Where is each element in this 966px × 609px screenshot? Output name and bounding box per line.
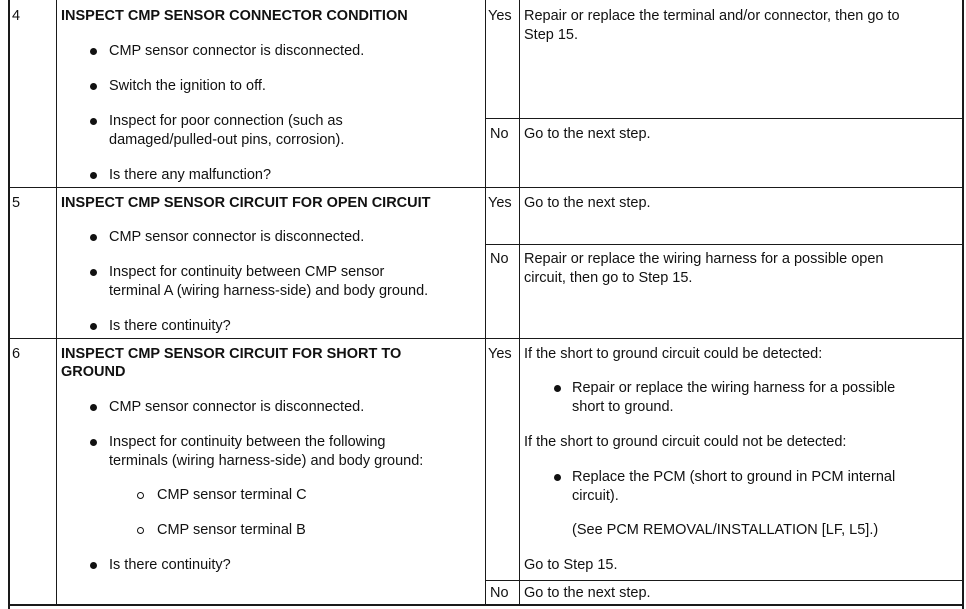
answer-no: No (490, 251, 509, 267)
condition-not-detected: If the short to ground circuit could not… (524, 434, 847, 450)
bullet-icon (90, 118, 97, 125)
table-border-left (8, 0, 10, 609)
goto-step: Go to Step 15. (524, 557, 618, 573)
bullet-icon (90, 323, 97, 330)
column-divider-answer (519, 0, 520, 605)
check-item: CMP sensor connector is disconnected. (109, 229, 365, 245)
action-no: Repair or replace the wiring harness for… (524, 251, 884, 267)
step-title: INSPECT CMP SENSOR CIRCUIT FOR SHORT TO (61, 346, 402, 362)
row-divider-5-6 (8, 338, 964, 339)
terminal-item: CMP sensor terminal C (157, 487, 307, 503)
sub-bullet-icon (137, 527, 144, 534)
bullet-icon (90, 83, 97, 90)
check-item: Switch the ignition to off. (109, 78, 266, 94)
bullet-icon (90, 48, 97, 55)
bullet-icon (554, 385, 561, 392)
check-item-continued: terminal A (wiring harness-side) and bod… (109, 283, 429, 299)
check-item: Inspect for continuity between the follo… (109, 434, 386, 450)
row4-yes-no-divider (485, 118, 963, 119)
bullet-icon (90, 404, 97, 411)
action-yes: Repair or replace the terminal and/or co… (524, 8, 900, 24)
step-title-continued: GROUND (61, 364, 126, 380)
answer-no: No (490, 585, 509, 601)
action-no: Go to the next step. (524, 585, 651, 601)
bullet-icon (90, 562, 97, 569)
bullet-icon (90, 439, 97, 446)
check-item: CMP sensor connector is disconnected. (109, 43, 365, 59)
action-item-continued: short to ground. (572, 399, 674, 415)
action-yes-continued: Step 15. (524, 27, 579, 43)
condition-detected: If the short to ground circuit could be … (524, 346, 823, 362)
table-border-bottom (8, 604, 964, 606)
check-question: Is there continuity? (109, 318, 231, 334)
step-number: 4 (12, 8, 21, 24)
answer-yes: Yes (488, 346, 512, 362)
step-title: INSPECT CMP SENSOR CIRCUIT FOR OPEN CIRC… (61, 195, 431, 211)
action-no: Go to the next step. (524, 126, 651, 142)
column-divider-step (56, 0, 57, 605)
check-question: Is there continuity? (109, 557, 231, 573)
row6-yes-no-divider (485, 580, 963, 581)
check-item-continued: damaged/pulled-out pins, corrosion). (109, 132, 345, 148)
check-question: Is there any malfunction? (109, 167, 272, 183)
action-item: Repair or replace the wiring harness for… (572, 380, 896, 396)
sub-bullet-icon (137, 492, 144, 499)
answer-yes: Yes (488, 195, 512, 211)
action-no-continued: circuit, then go to Step 15. (524, 270, 693, 286)
action-item: Replace the PCM (short to ground in PCM … (572, 469, 896, 485)
bullet-icon (554, 474, 561, 481)
table-border-right (962, 0, 964, 609)
step-title: INSPECT CMP SENSOR CONNECTOR CONDITION (61, 8, 408, 24)
answer-yes: Yes (488, 8, 512, 24)
step-number: 6 (12, 346, 21, 362)
action-item-continued: circuit). (572, 488, 619, 504)
check-item-continued: terminals (wiring harness-side) and body… (109, 453, 424, 469)
answer-no: No (490, 126, 509, 142)
bullet-icon (90, 269, 97, 276)
action-yes: Go to the next step. (524, 195, 651, 211)
terminal-item: CMP sensor terminal B (157, 522, 306, 538)
bullet-icon (90, 234, 97, 241)
check-item: Inspect for continuity between CMP senso… (109, 264, 385, 280)
check-item: Inspect for poor connection (such as (109, 113, 343, 129)
check-item: CMP sensor connector is disconnected. (109, 399, 365, 415)
step-number: 5 (12, 195, 21, 211)
row5-yes-no-divider (485, 244, 963, 245)
row-divider-4-5 (8, 187, 964, 188)
bullet-icon (90, 172, 97, 179)
column-divider-check (485, 0, 486, 605)
reference-link[interactable]: (See PCM REMOVAL/INSTALLATION [LF, L5].) (572, 522, 879, 538)
